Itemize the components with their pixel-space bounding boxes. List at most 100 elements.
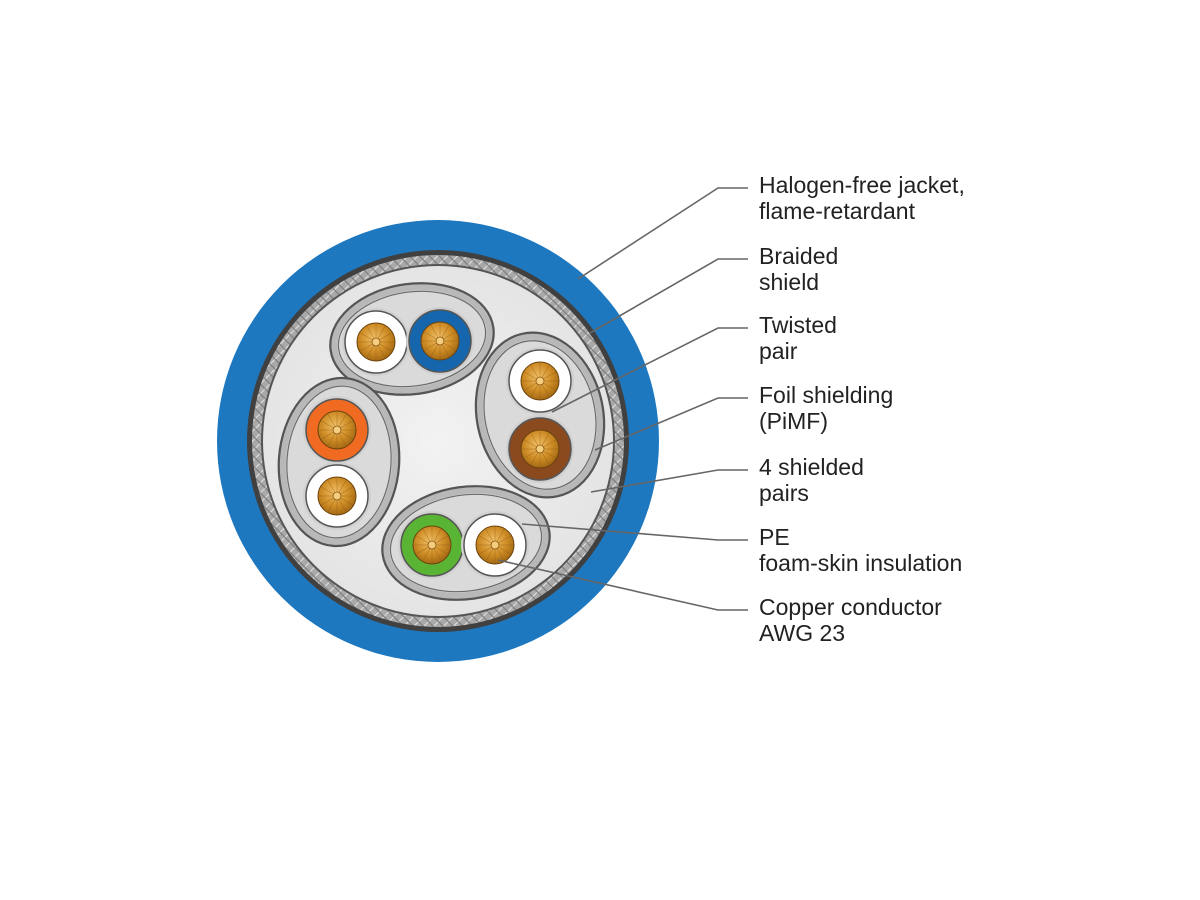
copper-strand: [530, 433, 539, 446]
label-text-line: 4 shielded: [759, 454, 864, 480]
copper-center: [535, 376, 545, 386]
copper-strand: [338, 480, 347, 493]
copper-strand: [498, 535, 511, 544]
label-text-line: pair: [759, 338, 798, 364]
shielded-pairs-group: [277, 282, 606, 601]
label-text-line: pairs: [759, 480, 809, 506]
copper-strand: [543, 382, 556, 391]
leader-line: [589, 258, 748, 334]
conductor-green: [398, 511, 466, 579]
copper-strand: [321, 431, 334, 440]
label-text-line: foam-skin insulation: [759, 550, 962, 576]
copper-strand: [340, 431, 353, 440]
copper-strand: [424, 331, 437, 340]
copper-strand: [543, 371, 556, 380]
conductor-white: [342, 308, 410, 376]
copper-strand: [327, 433, 336, 446]
foil-shield-layer: [279, 379, 399, 545]
conductor-brown: [506, 415, 574, 483]
label-jacket: Halogen-free jacket,flame-retardant: [577, 172, 965, 280]
copper-strand: [530, 384, 539, 397]
copper-strand: [479, 535, 492, 544]
copper-strand: [496, 529, 505, 542]
pair-bottom: [381, 485, 551, 601]
conductor-orange: [303, 396, 371, 464]
conductor-white: [461, 511, 529, 579]
copper-strand: [541, 384, 550, 397]
pair-top: [329, 282, 495, 396]
leader-line: [497, 559, 748, 611]
copper-strand: [441, 344, 450, 357]
copper-center: [427, 540, 437, 550]
copper-strand: [379, 332, 392, 341]
copper-strand: [530, 452, 539, 465]
copper-center: [435, 336, 445, 346]
label-text-line: flame-retardant: [759, 198, 916, 224]
leader-line: [577, 187, 748, 280]
foil-shield-inner-edge: [286, 385, 392, 539]
label-text-line: Braided: [759, 243, 838, 269]
copper-center: [332, 491, 342, 501]
copper-strand: [496, 548, 505, 561]
label-text-line: Foil shielding: [759, 382, 893, 408]
copper-strand: [377, 326, 386, 339]
copper-strand: [524, 439, 537, 448]
copper-strand: [416, 535, 429, 544]
copper-strand: [485, 548, 494, 561]
copper-strand: [498, 546, 511, 555]
label-foil-shielding: Foil shielding(PiMF): [594, 382, 893, 451]
foil-shield-layer: [383, 487, 549, 599]
copper-strand: [327, 480, 336, 493]
foil-shield-layer: [476, 333, 604, 497]
copper-strand: [424, 342, 437, 351]
copper-strand: [433, 529, 442, 542]
copper-strand: [321, 420, 334, 429]
copper-strand: [338, 433, 347, 446]
pair-right: [474, 331, 606, 499]
leader-line: [551, 327, 748, 413]
copper-strand: [422, 548, 431, 561]
copper-strand: [435, 535, 448, 544]
leader-line: [521, 523, 748, 541]
label-text-line: PE: [759, 524, 790, 550]
leader-line: [590, 469, 748, 493]
label-text-line: Halogen-free jacket,: [759, 172, 965, 198]
copper-strand: [435, 546, 448, 555]
pair-left: [277, 376, 401, 548]
copper-strand: [379, 343, 392, 352]
conductor-white: [506, 347, 574, 415]
copper-strand: [422, 529, 431, 542]
copper-strand: [430, 325, 439, 338]
copper-strand: [524, 450, 537, 459]
copper-strand: [360, 343, 373, 352]
copper-strand: [377, 345, 386, 358]
copper-strand: [530, 365, 539, 378]
copper-strand: [524, 371, 537, 380]
copper-center: [535, 444, 545, 454]
foil-shield-layer: [331, 284, 493, 394]
copper-strand: [541, 365, 550, 378]
copper-strand: [340, 420, 353, 429]
label-text-line: AWG 23: [759, 620, 845, 646]
copper-strand: [338, 414, 347, 427]
copper-center: [371, 337, 381, 347]
label-text-line: Twisted: [759, 312, 837, 338]
copper-strand: [321, 497, 334, 506]
leader-line: [594, 397, 748, 451]
copper-strand: [441, 325, 450, 338]
copper-strand: [327, 499, 336, 512]
copper-center: [490, 540, 500, 550]
copper-strand: [416, 546, 429, 555]
copper-strand: [443, 342, 456, 351]
copper-strand: [543, 439, 556, 448]
copper-strand: [321, 486, 334, 495]
copper-strand: [485, 529, 494, 542]
copper-strand: [366, 345, 375, 358]
foil-shield-inner-edge: [337, 290, 487, 388]
